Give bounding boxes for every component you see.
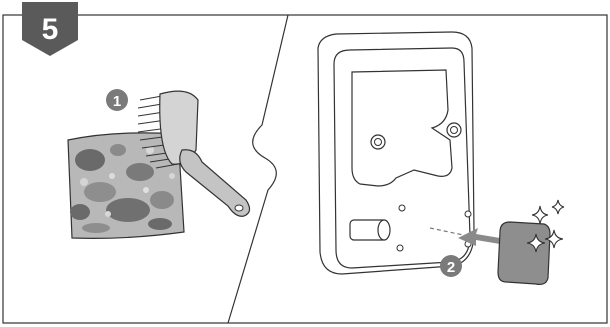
clean-filter-icon — [498, 222, 550, 284]
appliance-panel-icon — [318, 32, 474, 274]
callout-2-label: 2 — [447, 259, 455, 276]
callout-1-label: 1 — [113, 93, 121, 110]
step-number: 5 — [42, 13, 59, 46]
callout-1: 1 — [106, 89, 128, 111]
callout-2: 2 — [440, 255, 462, 277]
